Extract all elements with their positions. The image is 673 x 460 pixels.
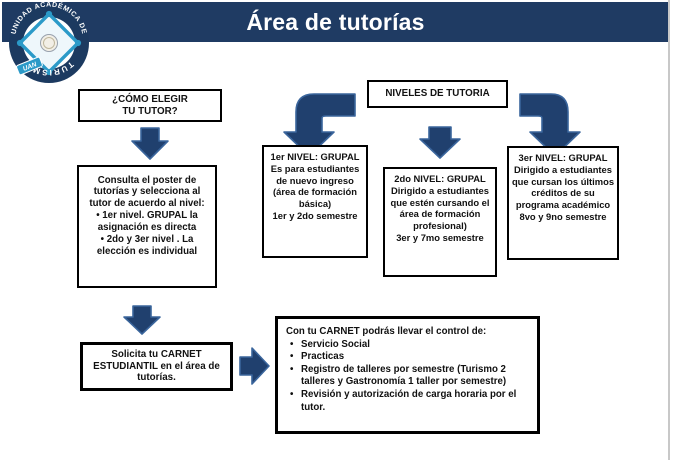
diamond-dot [45,10,53,18]
request-carnet-text: Solicita tu CARNET ESTUDIANTIL en el áre… [93,349,220,384]
consult-poster-box: Consulta el poster de tutorías y selecci… [77,165,217,288]
consult-bullet-2: 2do y 3er nivel . La elección es individ… [84,234,210,257]
tutoring-levels-box: NIVELES DE TUTORIA [367,80,508,108]
level-3-title: 3er NIVEL: GRUPAL [518,152,608,163]
seal-ribbon-text: UAN [22,61,38,73]
slide-edge-line [668,0,670,460]
diamond-dot [74,39,82,47]
arrow-elbow-niveles-to-level3 [519,93,581,157]
arrow-elbow-niveles-to-level1 [283,93,356,157]
consult-bullet-1: 1er nivel. GRUPAL la asignación es direc… [84,210,210,233]
level-1-body: Es para estudiantes de nuevo ingreso (ár… [270,162,360,209]
page-title: Área de tutorías [246,8,425,35]
arrow-right-solicita-to-carnet [239,347,270,385]
level-2-title: 2do NIVEL: GRUPAL [394,173,486,184]
tutoring-levels-text: NIVELES DE TUTORIA [385,88,490,100]
carnet-control-heading: Con tu CARNET podrás llevar el control d… [286,326,487,337]
university-seal-logo: UNIDAD ACADÉMICA DE TURISMO UAN [9,1,89,83]
diamond-dot [16,39,24,47]
level-1-title: 1er NIVEL: GRUPAL [270,151,360,162]
arrow-down-consulta-to-solicita [123,305,161,335]
level-3-body: Dirigido a estudiantes que cursan los úl… [511,163,615,210]
level-2-footer: 3er y 7mo semestre [396,231,484,243]
arrow-down-niveles-to-level2 [419,126,461,159]
consult-poster-heading: Consulta el poster de tutorías y selecci… [89,175,205,209]
carnet-bullet-4: Revisión y autorización de carga horaria… [286,389,529,414]
seal-emblem [40,34,58,52]
request-carnet-box: Solicita tu CARNET ESTUDIANTIL en el áre… [80,342,233,391]
carnet-control-box: Con tu CARNET podrás llevar el control d… [275,316,540,434]
how-to-choose-tutor-box: ¿CÓMO ELEGIR TU TUTOR? [78,89,222,122]
seal-ribbon: UAN [16,56,43,76]
diamond-dot [45,68,53,76]
level-3-footer: 8vo y 9no semestre [519,210,607,222]
level-2-box: 2do NIVEL: GRUPAL Dirigido a estudiantes… [383,167,497,277]
how-to-choose-tutor-text: ¿CÓMO ELEGIR TU TUTOR? [112,93,188,117]
header-bar: Área de tutorías [2,2,669,42]
seal-emblem-inner [43,37,55,49]
level-1-box: 1er NIVEL: GRUPAL Es para estudiantes de… [262,145,368,258]
arrow-down-como-to-consulta [131,127,169,160]
level-1-footer: 1er y 2do semestre [272,209,358,221]
carnet-bullet-2: Practicas [286,351,529,364]
level-2-body: Dirigido a estudiantes que estén cursand… [390,184,490,231]
level-3-box: 3er NIVEL: GRUPAL Dirigido a estudiantes… [507,146,619,260]
carnet-bullet-1: Servicio Social [286,339,529,352]
carnet-bullet-3: Registro de talleres por semestre (Turis… [286,364,529,389]
